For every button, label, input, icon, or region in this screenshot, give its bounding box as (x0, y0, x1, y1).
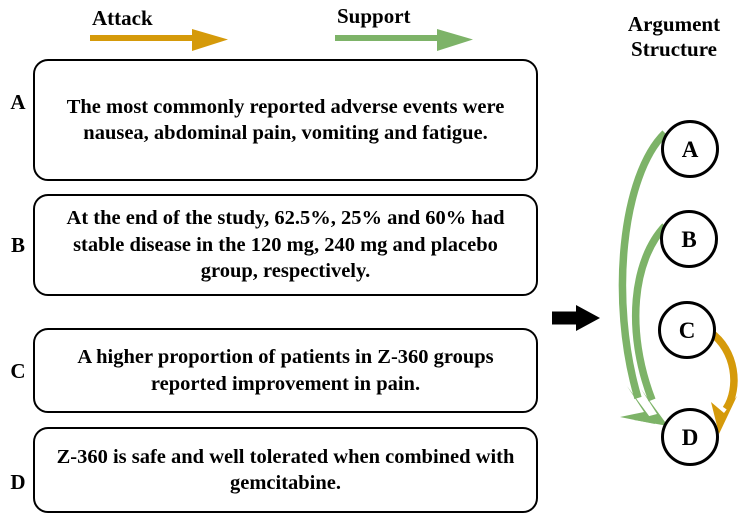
statement-label-d: D (10, 470, 26, 494)
statement-box-c: A higher proportion of patients in Z-360… (33, 328, 538, 413)
statement-text-b: At the end of the study, 62.5%, 25% and … (66, 207, 505, 283)
diagram-title-line2: Structure (631, 37, 717, 61)
diagram-node-b[interactable]: B (660, 210, 718, 268)
statement-label-a: A (10, 90, 26, 114)
legend-label-support: Support (337, 4, 411, 28)
diagram-node-a[interactable]: A (661, 120, 719, 178)
legend-label-attack: Attack (92, 6, 153, 30)
statement-text-c: A higher proportion of patients in Z-360… (77, 346, 494, 395)
statement-label-b: B (10, 233, 25, 257)
diagram-node-d[interactable]: D (661, 408, 719, 466)
edge-a-to-d-support (618, 130, 668, 424)
black-right-arrow-icon (552, 305, 600, 331)
statement-label-c: C (10, 359, 26, 383)
diagram-node-c-label: C (678, 317, 696, 343)
diagram-node-b-label: B (681, 226, 697, 252)
diagram-node-a-label: A (681, 136, 699, 162)
statement-box-b: At the end of the study, 62.5%, 25% and … (33, 194, 538, 296)
diagram-title-line1: Argument (627, 12, 721, 36)
statement-box-d: Z-360 is safe and well tolerated when co… (33, 427, 538, 513)
edge-c-to-d-attack (707, 328, 738, 434)
support-right-arrow-icon (335, 29, 473, 51)
diagram-title: Argument Structure (605, 12, 743, 62)
diagram-node-d-label: D (681, 424, 699, 450)
statement-text-d: Z-360 is safe and well tolerated when co… (56, 445, 515, 495)
statement-text-a: The most commonly reported adverse event… (66, 95, 505, 145)
statement-box-a: The most commonly reported adverse event… (33, 59, 538, 181)
diagram-node-c[interactable]: C (658, 301, 716, 359)
attack-right-arrow-icon (90, 29, 228, 51)
edge-b-to-d-support (631, 223, 668, 426)
